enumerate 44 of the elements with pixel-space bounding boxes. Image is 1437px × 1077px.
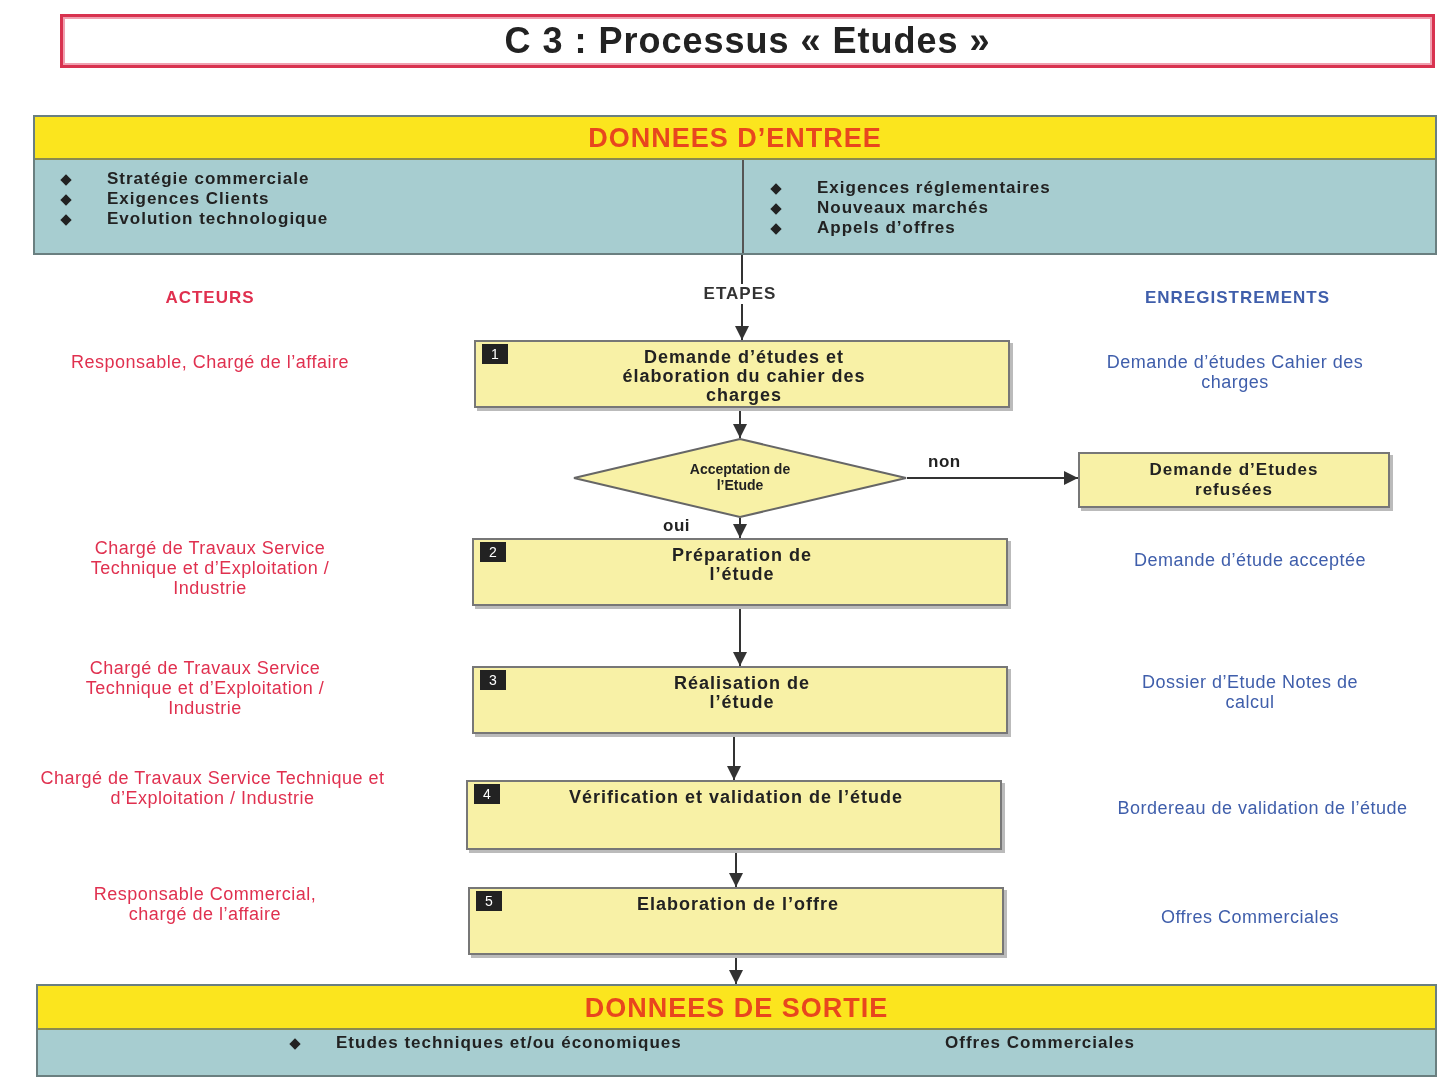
arrow (906, 471, 1079, 485)
panel-heading: DONNEES DE SORTIE (38, 986, 1435, 1030)
decision-diamond (573, 438, 907, 518)
step-number: 1 (482, 344, 508, 364)
list-item: Offres Commerciales (945, 1033, 1136, 1053)
list-item: Evolution technologique (107, 209, 329, 229)
box-text: Demande d’Etudes refusées (1148, 460, 1320, 500)
step-number: 2 (480, 542, 506, 562)
actor-text: Chargé de Travaux Service Technique et d’Exploitation / Industrie (40, 768, 385, 808)
record-text: Bordereau de validation de l’étude (1116, 798, 1409, 818)
record-text: Dossier d’Etude Notes de calcul (1140, 672, 1360, 712)
process-box (466, 780, 1002, 850)
input-output-panel (36, 984, 1437, 1077)
process-box (472, 538, 1008, 606)
decision-text: Acceptation de l’Etude (688, 461, 792, 493)
step-number: 5 (476, 891, 502, 911)
title: C 3 : Processus « Etudes » (60, 14, 1435, 68)
list-item: Exigences Clients (107, 189, 270, 209)
process-box (474, 340, 1010, 408)
record-text: Demande d’étude acceptée (1132, 550, 1368, 570)
arrow (733, 517, 747, 539)
list-item: Nouveaux marchés (817, 198, 989, 218)
actor-text: Responsable Commercial, chargé de l’affaire (92, 884, 318, 924)
actor-text: Responsable, Chargé de l’affaire (70, 352, 350, 372)
process-box (472, 666, 1008, 734)
list-item: Etudes techniques et/ou économiques (336, 1033, 682, 1053)
step-number: 4 (474, 784, 500, 804)
step-text: Elaboration de l’offre (636, 895, 840, 914)
record-text: Demande d’études Cahier des charges (1105, 352, 1365, 392)
list-item: Appels d’offres (817, 218, 956, 238)
list-item: Exigences réglementaires (817, 178, 1051, 198)
actor-text: Chargé de Travaux Service Technique et d’Exploitation / Industrie (89, 538, 331, 598)
step-text: Réalisation de l’étude (672, 674, 811, 712)
outcome-box (1078, 452, 1390, 508)
step-text: Demande d’études et élaboration du cahier des charges (621, 348, 867, 405)
step-text: Vérification et validation de l’étude (567, 788, 905, 807)
step-text: Préparation de l’étude (670, 546, 813, 584)
record-text: Offres Commerciales (1159, 907, 1341, 927)
input-output-panel (33, 115, 1437, 255)
actor-text: Chargé de Travaux Service Technique et d’Exploitation / Industrie (84, 658, 326, 718)
step-number: 3 (480, 670, 506, 690)
panel-heading: DONNEES D’ENTREE (35, 117, 1435, 160)
process-box (468, 887, 1004, 955)
list-item: Stratégie commerciale (107, 169, 310, 189)
